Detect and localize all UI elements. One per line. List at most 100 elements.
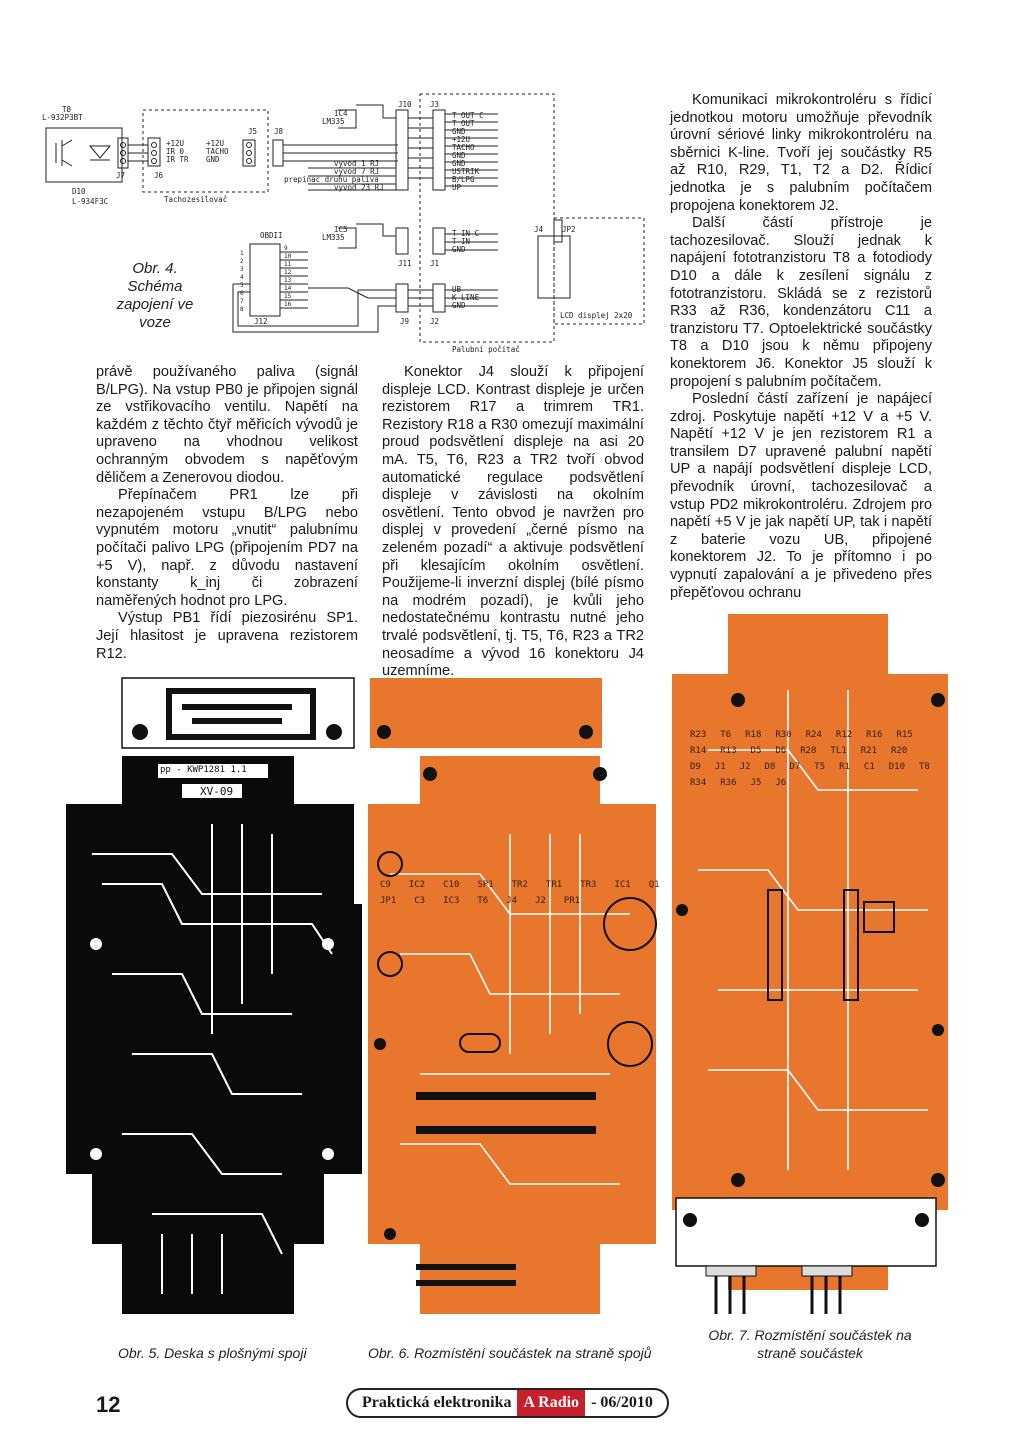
- component-label: TR1: [545, 880, 563, 890]
- component-label: TR2: [511, 880, 528, 890]
- paragraph: Konektor J4 slouží k připojení displeje …: [382, 364, 644, 680]
- column-2: Konektor J4 slouží k připojení displeje …: [382, 364, 644, 681]
- component-label: D6: [775, 746, 787, 756]
- component-label: J2: [739, 762, 751, 772]
- obd-pin-number: 12: [284, 269, 292, 276]
- component-label: R18: [745, 730, 762, 740]
- ic4-part-label: LM335: [322, 117, 345, 126]
- j3-pin-label: +12U: [452, 135, 470, 144]
- component-label: R20: [891, 746, 908, 756]
- component-label: PR1: [563, 896, 581, 906]
- j1-pin-label: T IN C: [452, 229, 479, 238]
- component-label: J1: [714, 762, 726, 772]
- component-label: C10: [443, 880, 460, 890]
- figure7-pcb-component-side: [672, 614, 948, 1290]
- component-label: R1: [839, 762, 850, 772]
- obd-pin-number: 6: [240, 290, 244, 297]
- component-label: T6: [720, 730, 732, 740]
- j11-label: J11: [398, 259, 412, 268]
- paragraph: Poslední částí zařízení je napájecí zdro…: [670, 391, 932, 601]
- component-label: J5: [750, 778, 762, 788]
- paragraph: Výstup PB1 řídí piezosirénu SP1. Její hl…: [96, 610, 358, 662]
- j7-label: J7: [116, 171, 125, 180]
- component-label: R28: [800, 746, 817, 756]
- palubni-pocitac-box: [419, 93, 555, 343]
- j3-pin-label: B/LPG: [452, 175, 475, 184]
- obd-pin-number: 11: [284, 261, 292, 268]
- magazine-footer: Praktická elektronika A Radio - 06/2010: [346, 1388, 669, 1418]
- j6-pin-label: IR 0: [166, 147, 185, 156]
- component-label: T5: [814, 762, 826, 772]
- optocoupler-block: [45, 127, 123, 183]
- fig6-component-labels: C9 IC2 C10 SP1 TR2 TR1 TR3 IC1 Q1 JP1 C3…: [380, 880, 660, 906]
- obd-pin-number: 4: [240, 274, 244, 281]
- obd-pin-number: 1: [240, 250, 244, 257]
- component-label: R34: [690, 778, 707, 788]
- component-label: R21: [860, 746, 878, 756]
- tachozesilovac-label: Tachozesilovač: [164, 195, 227, 204]
- paragraph: právě používaného paliva (signál B/LPG).…: [96, 364, 358, 486]
- pcb-board-orange: [368, 756, 656, 1314]
- t8-label: T8: [62, 105, 72, 114]
- j1-pin-label: GND: [452, 245, 466, 254]
- wire-label: prepinac druhu paliva: [284, 175, 379, 184]
- j3-pin-label: T OUT C: [452, 111, 484, 120]
- component-label: D5: [750, 746, 762, 756]
- obd-pin-number: 13: [284, 277, 292, 284]
- caption-line: zapojení ve: [116, 296, 194, 313]
- component-label: JP1: [380, 896, 397, 906]
- obd-pin-number: 14: [284, 285, 292, 292]
- component-label: C9: [380, 880, 391, 890]
- j1-pin-label: T IN: [452, 237, 470, 246]
- magazine-name: Praktická elektronika: [362, 1394, 512, 1411]
- component-label: IC1: [614, 880, 631, 890]
- component-label: R36: [720, 778, 737, 788]
- component-label: D10: [888, 762, 906, 772]
- component-label: IC3: [443, 896, 460, 906]
- paragraph: Komunikaci mikrokontroléru s řídicí jedn…: [670, 92, 932, 214]
- column-1: právě používaného paliva (signál B/LPG).…: [96, 364, 358, 663]
- ic5-part-label: LM335: [322, 233, 345, 242]
- pcb-board-black: [66, 756, 362, 1314]
- caption-line: Obr. 4.: [132, 260, 178, 277]
- component-label: R24: [805, 730, 822, 740]
- obd-pin-number: 9: [284, 245, 288, 252]
- fig5-board-label: pp - KWP1281 1.1: [160, 765, 247, 775]
- j10-label: J10: [398, 100, 412, 109]
- fig5-board-label-2: XV-09: [200, 785, 234, 798]
- j1-label: J1: [430, 259, 439, 268]
- obd-pin-number: 3: [240, 266, 244, 273]
- j3-pin-label: TACHO: [452, 143, 475, 152]
- j5-pin-label: GND: [206, 155, 220, 164]
- obd-pin-number: 7: [240, 298, 244, 305]
- j3-pin-label: GND: [452, 127, 466, 136]
- figure7-caption: Obr. 7. Rozmístění součástek na straně s…: [680, 1326, 940, 1362]
- j5-pin-label: +12U: [206, 139, 224, 148]
- paragraph: Další částí přístroje je tachozesilovač.…: [670, 215, 932, 390]
- tachozesilovac-box: [142, 109, 269, 193]
- component-label: J6: [775, 778, 787, 788]
- d10-label: D10: [72, 187, 86, 196]
- jp2-label: JP2: [562, 225, 576, 234]
- j3-pin-label: GND: [452, 159, 466, 168]
- j5-label: J5: [248, 127, 257, 136]
- ic4-label: IC4: [334, 109, 348, 118]
- lcd-label: LCD displej 2x20: [560, 311, 633, 320]
- component-label: R16: [866, 730, 883, 740]
- component-label: TL1: [830, 746, 847, 756]
- component-label: C1: [863, 762, 875, 772]
- j3-label: J3: [430, 100, 439, 109]
- j6-label: J6: [154, 171, 164, 180]
- figure5-caption: Obr. 5. Deska s plošnými spoji: [118, 1345, 307, 1361]
- component-label: J2: [535, 896, 546, 906]
- ic5-label: IC5: [334, 225, 348, 234]
- figure5-pcb-copper: [66, 677, 362, 1314]
- fig7-component-labels: R23 T6 R18 R30 R24 R12 R16 R15 R14 R13 D…: [690, 730, 930, 788]
- j12-label: J12: [254, 317, 268, 326]
- component-label: R13: [720, 746, 737, 756]
- j5-pin-label: TACHO: [206, 147, 229, 156]
- palubni-pocitac-label: Palubní počítač: [452, 345, 520, 354]
- j2-pin-label: GND: [452, 301, 466, 310]
- j3-pin-label: T OUT: [452, 119, 475, 128]
- component-label: C3: [414, 896, 426, 906]
